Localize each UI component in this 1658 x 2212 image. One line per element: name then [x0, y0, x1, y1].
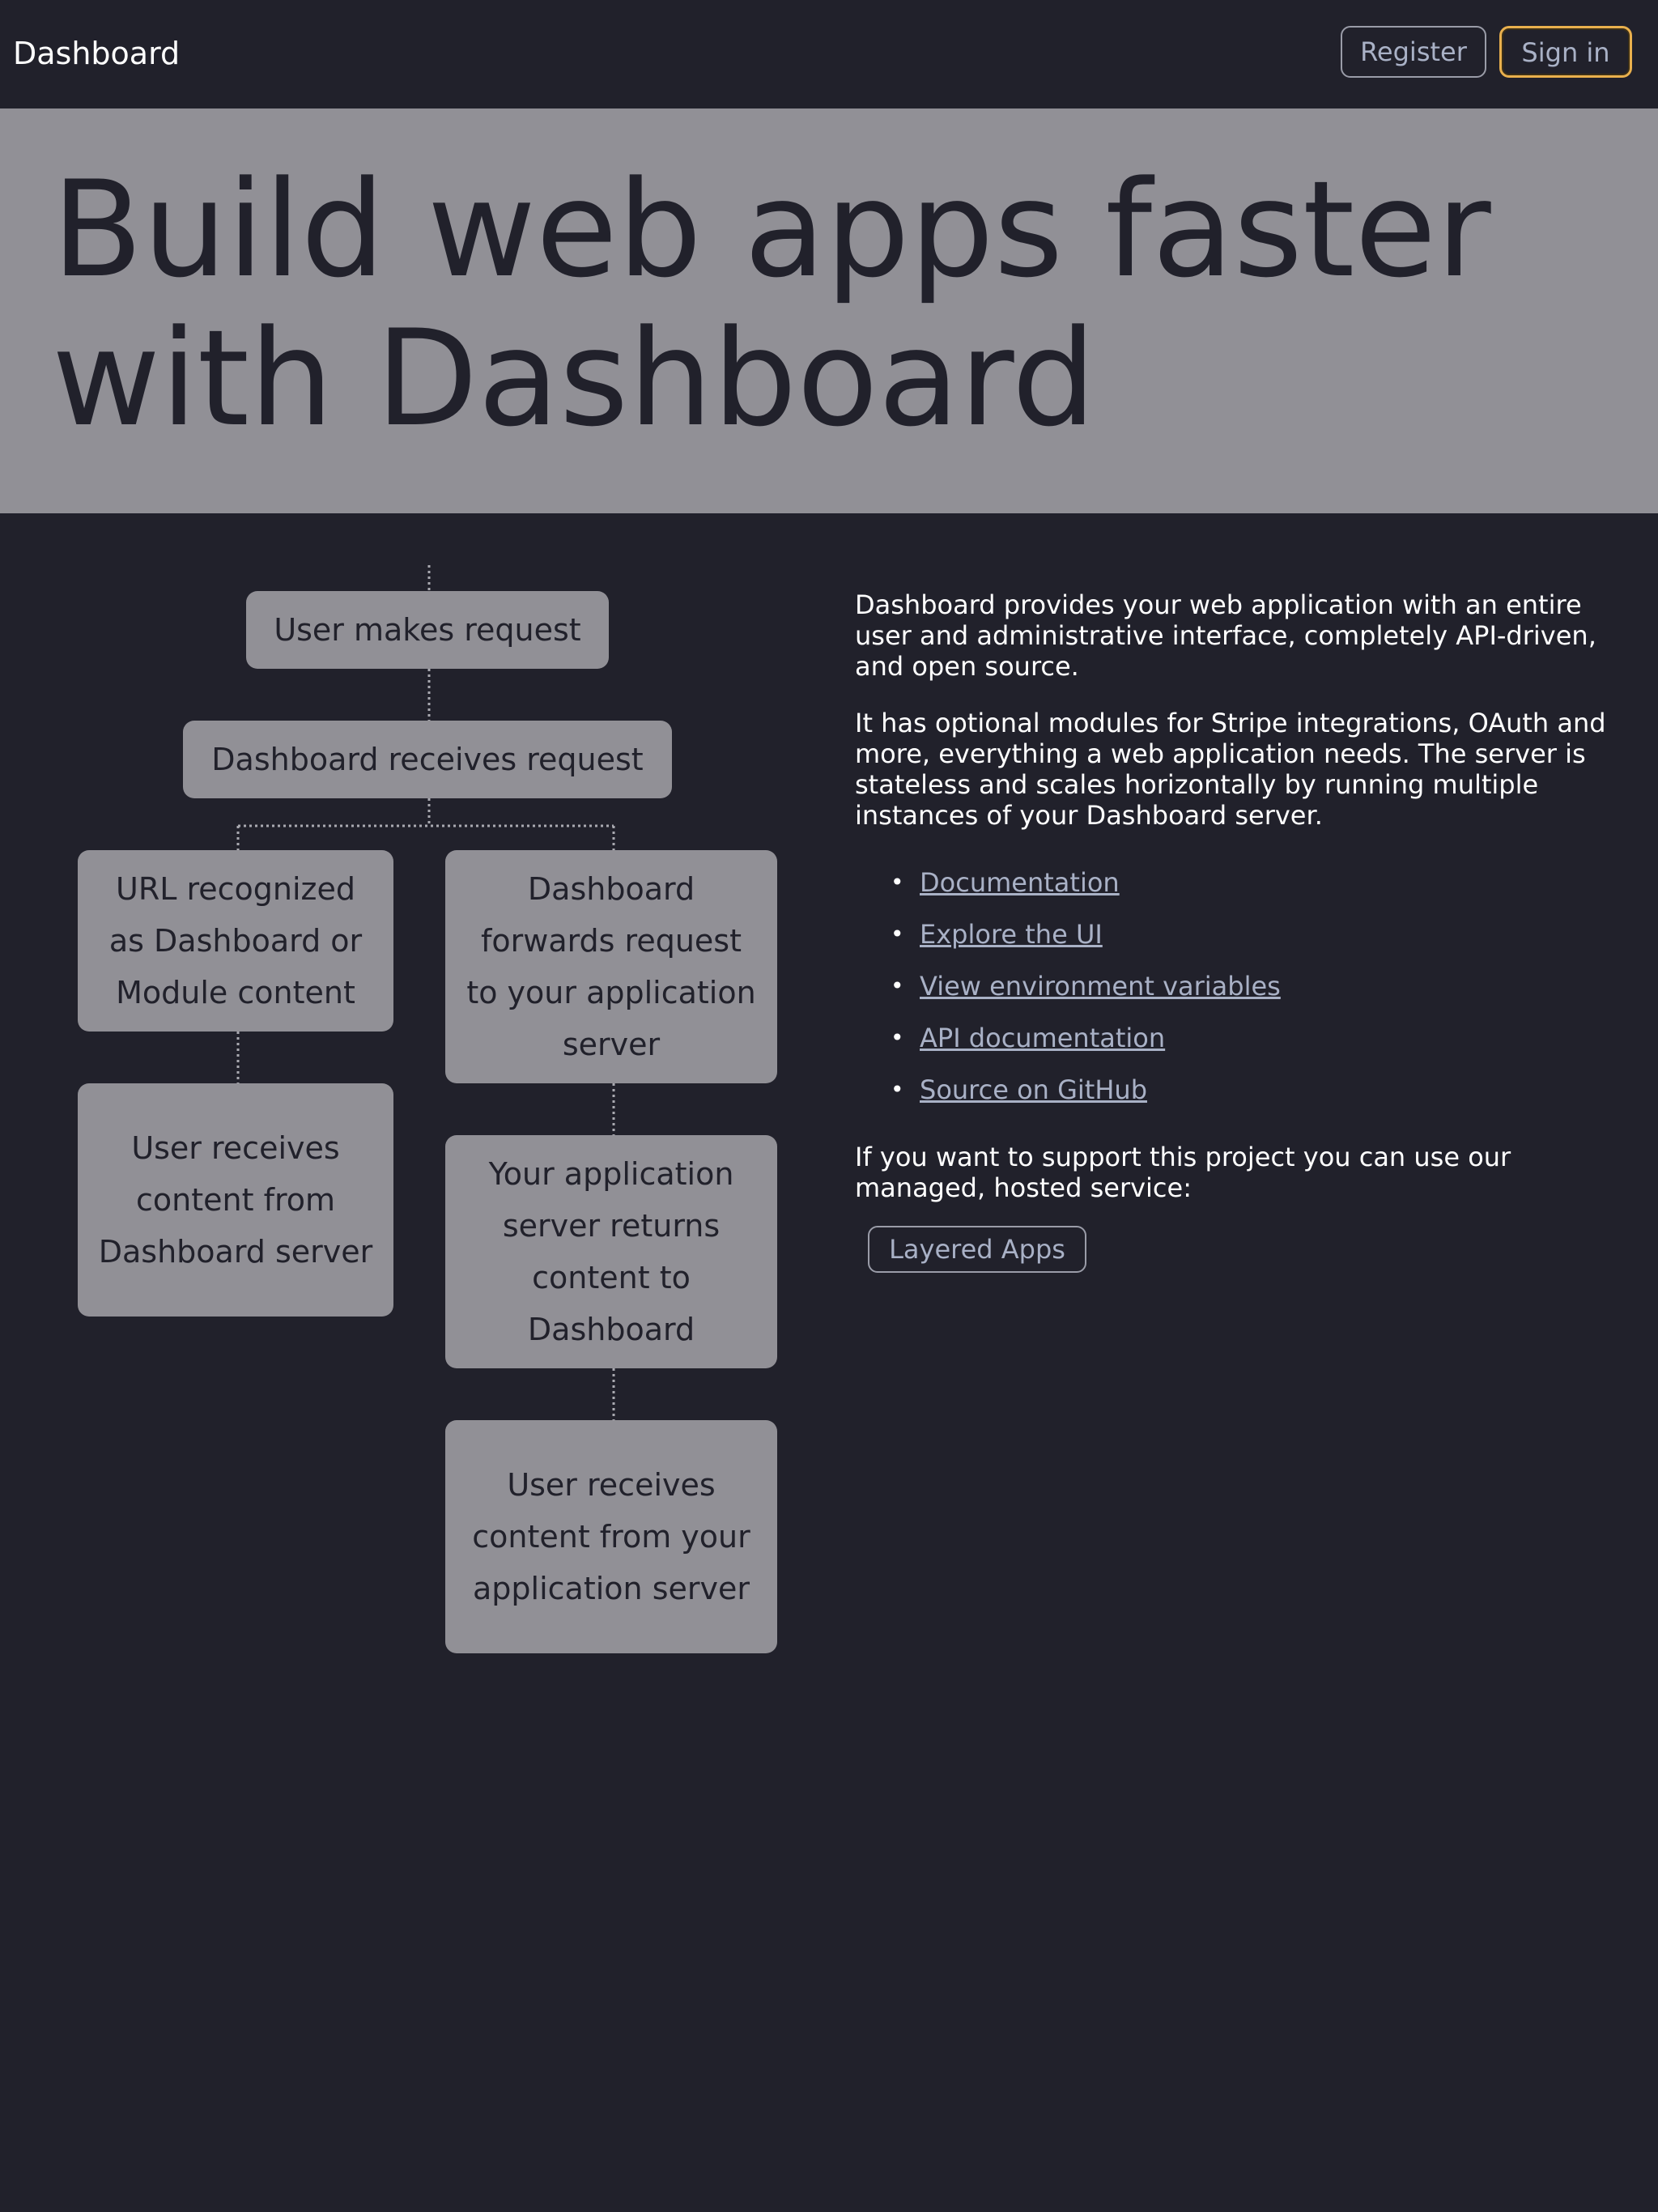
bullet-icon: •	[891, 1076, 904, 1103]
flow-node-label: User receives content from Dashboard ser…	[98, 1130, 373, 1270]
hero-banner	[0, 108, 1658, 513]
layered-apps-button[interactable]: Layered Apps	[868, 1226, 1086, 1273]
flow-node-label: User makes request	[274, 612, 581, 648]
about-paragraph-modules: It has optional modules for Stripe integ…	[855, 708, 1606, 831]
bullet-icon: •	[891, 921, 904, 947]
flow-node-label: Dashboard receives request	[211, 742, 644, 777]
link-api-documentation[interactable]: API documentation	[920, 1023, 1166, 1053]
brand-logo[interactable]: Dashboard	[13, 36, 181, 71]
support-paragraph: If you want to support this project you …	[855, 1142, 1511, 1203]
flow-node-label: Dashboard forwards request to your appli…	[466, 871, 756, 1062]
flow-node-label: User receives content from your applicat…	[472, 1467, 750, 1606]
hero-title: Build web apps faster with Dashboard	[52, 152, 1491, 456]
link-explore-ui[interactable]: Explore the UI	[920, 919, 1103, 950]
flow-node-label: Your application server returns content …	[488, 1156, 734, 1347]
link-source-github[interactable]: Source on GitHub	[920, 1074, 1147, 1105]
flow-node-content-from-app: User receives content from your applicat…	[445, 1420, 777, 1653]
flow-node-url-recognized: URL recognized as Dashboard or Module co…	[78, 850, 393, 1032]
flow-node-dashboard-receives: Dashboard receives request	[183, 721, 672, 798]
about-paragraph-intro: Dashboard provides your web application …	[855, 589, 1596, 682]
register-button[interactable]: Register	[1341, 26, 1486, 78]
top-navbar: Dashboard Register Sign in	[0, 0, 1658, 108]
flow-node-label: URL recognized as Dashboard or Module co…	[108, 871, 363, 1010]
flow-node-forwards-request: Dashboard forwards request to your appli…	[445, 850, 777, 1083]
sign-in-button[interactable]: Sign in	[1499, 26, 1632, 78]
bullet-icon: •	[891, 869, 904, 895]
bullet-icon: •	[891, 972, 904, 999]
link-documentation[interactable]: Documentation	[920, 867, 1120, 898]
bullet-icon: •	[891, 1024, 904, 1051]
flow-node-content-from-dashboard: User receives content from Dashboard ser…	[78, 1083, 393, 1317]
flow-node-user-request: User makes request	[246, 591, 609, 669]
link-environment-variables[interactable]: View environment variables	[920, 971, 1281, 1002]
flow-node-server-returns: Your application server returns content …	[445, 1135, 777, 1368]
